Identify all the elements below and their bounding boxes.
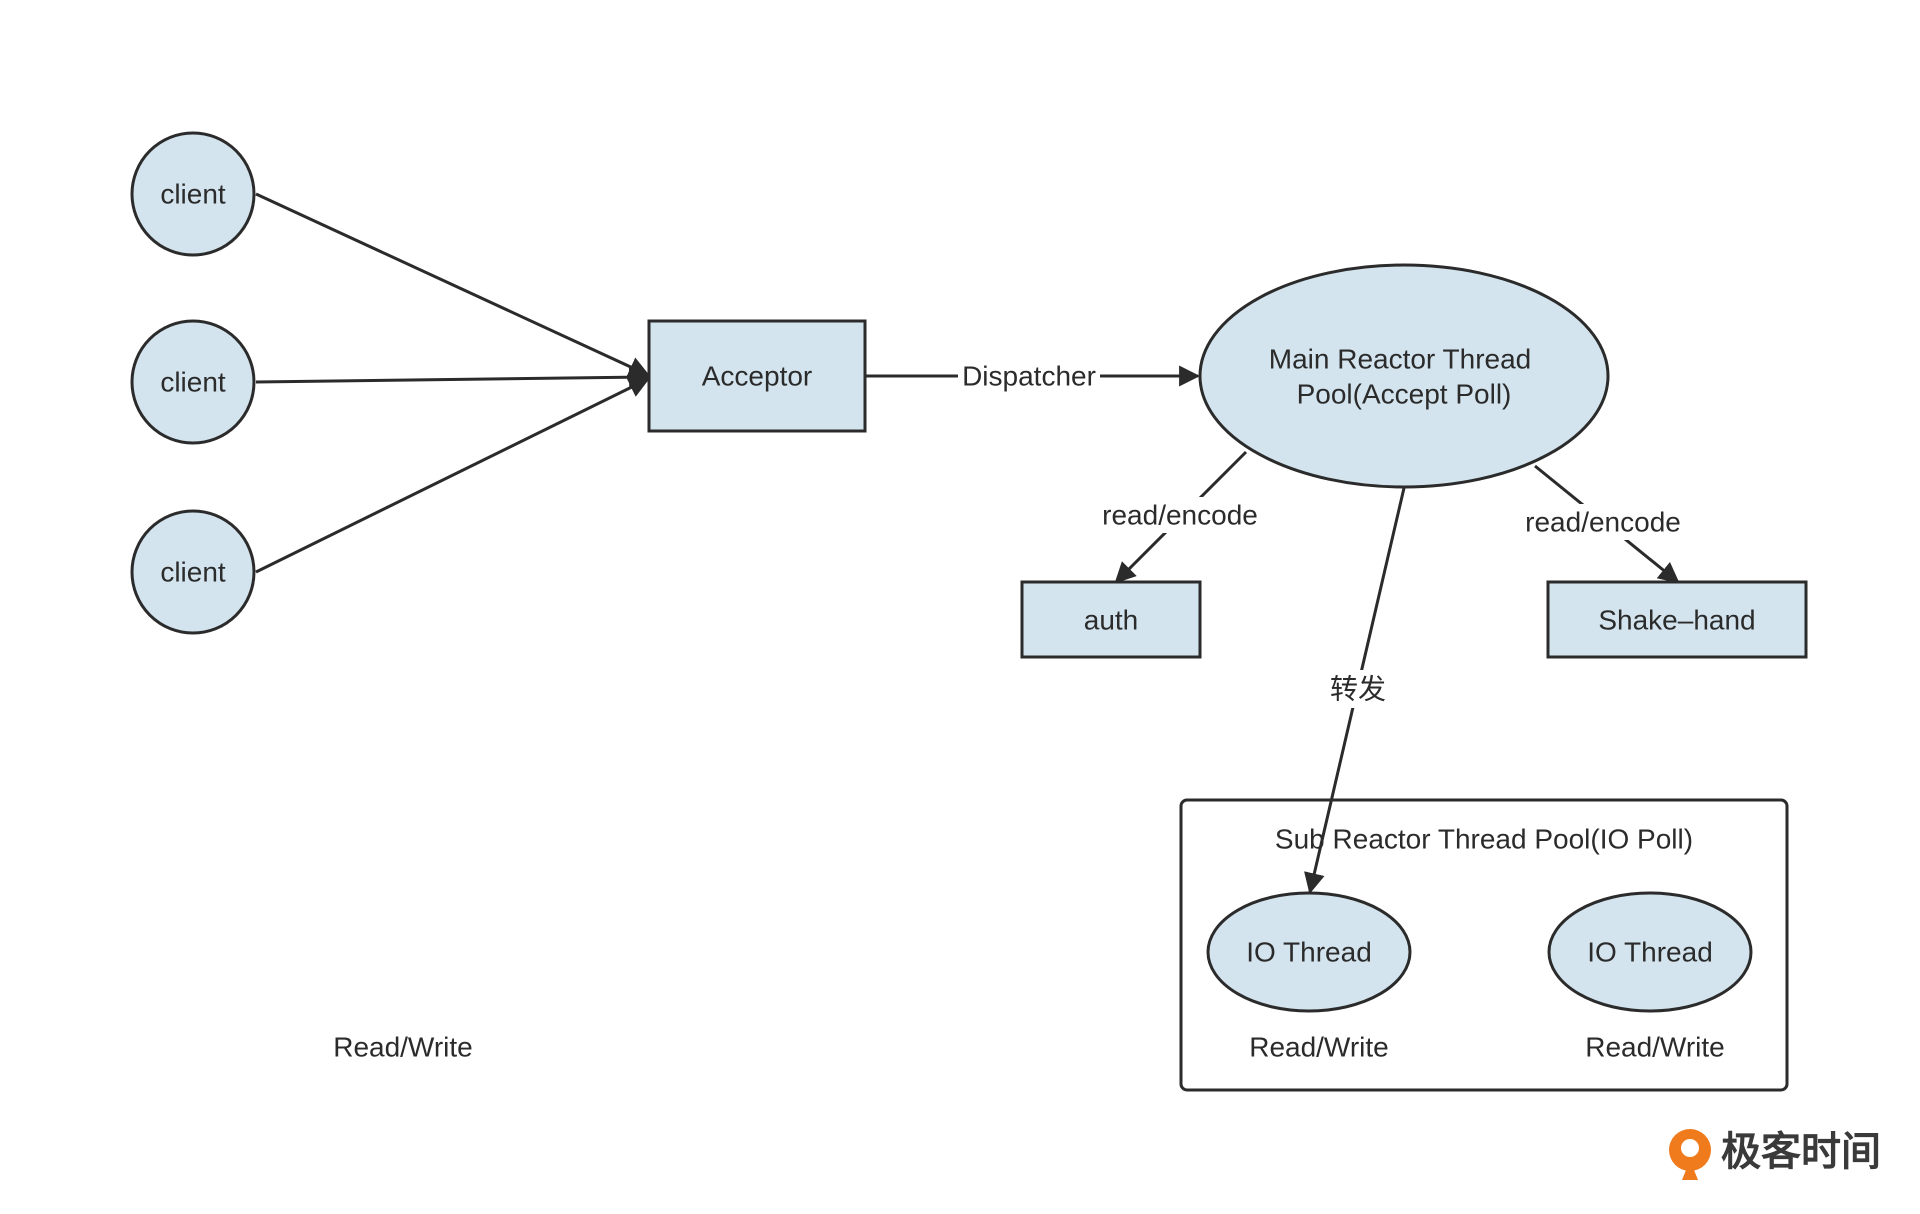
read-write-left-annotation: Read/Write: [333, 1032, 473, 1063]
sub-reactor-title: Sub Reactor Thread Pool(IO Poll): [1275, 824, 1693, 855]
read-write-io2-annotation: Read/Write: [1585, 1032, 1725, 1063]
client-node-1: [130, 131, 256, 257]
shake-hand-node: [1546, 580, 1808, 659]
edge-client3-acceptor: [255, 377, 650, 574]
main-reactor-node: [1198, 263, 1610, 489]
dispatcher-edge-label: Dispatcher: [962, 361, 1096, 392]
read-encode-right-label-bg: [1518, 504, 1690, 540]
client-label-1: client: [160, 179, 226, 210]
sub-reactor-container: [1179, 798, 1789, 1092]
acceptor-node: [647, 319, 867, 433]
io-thread-node-2: [1547, 891, 1753, 1013]
io-thread-label-1: IO Thread: [1246, 937, 1372, 968]
geektime-logo-icon: [1669, 1129, 1711, 1180]
main-reactor-label-line1: Main Reactor Thread: [1269, 344, 1532, 375]
auth-label: auth: [1084, 605, 1139, 636]
geektime-logo: 极客时间: [1669, 1129, 1881, 1180]
edge-client2-acceptor: [255, 366, 651, 388]
read-encode-right-edge-label: read/encode: [1525, 507, 1681, 538]
io-thread-node-1: [1206, 891, 1412, 1013]
auth-node: [1020, 580, 1202, 659]
client-label-3: client: [160, 557, 226, 588]
read-encode-left-edge-label: read/encode: [1102, 500, 1258, 531]
dispatcher-label-bg: [958, 358, 1100, 394]
forward-label-bg: [1326, 670, 1390, 708]
acceptor-label: Acceptor: [702, 361, 813, 392]
edge-client1-acceptor: [255, 192, 650, 377]
geektime-logo-text: 极客时间: [1721, 1129, 1881, 1175]
read-encode-left-label-bg: [1094, 497, 1266, 533]
io-thread-label-2: IO Thread: [1587, 937, 1713, 968]
shake-hand-label: Shake–hand: [1598, 605, 1755, 636]
client-label-2: client: [160, 367, 226, 398]
client-node-3: [130, 509, 256, 635]
client-node-2: [130, 319, 256, 445]
main-reactor-label-line2: Pool(Accept Poll): [1297, 379, 1512, 410]
read-write-io1-annotation: Read/Write: [1249, 1032, 1389, 1063]
forward-edge-label: 转发: [1330, 674, 1386, 705]
